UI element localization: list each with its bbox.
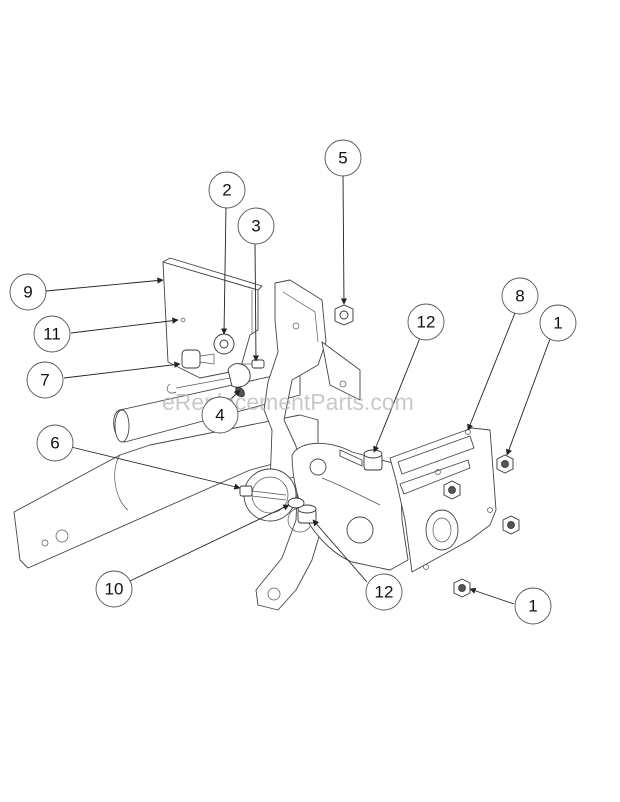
svg-text:4: 4 (215, 406, 224, 425)
svg-text:2: 2 (222, 181, 231, 200)
washer-2 (213, 333, 235, 355)
callout-10[interactable]: 10 (95, 570, 133, 608)
svg-text:11: 11 (43, 325, 61, 344)
washer-10 (287, 497, 305, 509)
svg-text:9: 9 (23, 283, 32, 302)
callout-3[interactable]: 3 (237, 207, 275, 245)
callout-11[interactable]: 11 (33, 315, 71, 353)
nut-5 (334, 304, 354, 326)
callout-4[interactable]: 4 (201, 396, 239, 434)
svg-text:10: 10 (105, 580, 124, 599)
lock-nuts (443, 454, 520, 598)
callout-1-lower[interactable]: 1 (514, 587, 552, 625)
svg-text:7: 7 (40, 371, 49, 390)
callout-12-upper[interactable]: 12 (407, 303, 445, 341)
main-bracket (291, 442, 409, 571)
knob-7 (181, 349, 215, 369)
svg-text:6: 6 (50, 434, 59, 453)
svg-text:8: 8 (515, 287, 524, 306)
svg-text:1: 1 (528, 597, 537, 616)
callout-2[interactable]: 2 (208, 171, 246, 209)
callout-7[interactable]: 7 (26, 361, 64, 399)
callout-1-upper[interactable]: 1 (539, 304, 577, 342)
callout-8[interactable]: 8 (501, 277, 539, 315)
svg-text:5: 5 (338, 149, 347, 168)
svg-text:3: 3 (251, 217, 260, 236)
callout-6[interactable]: 6 (36, 424, 74, 462)
callout-12-lower[interactable]: 12 (365, 573, 403, 611)
leader-lines (45, 174, 551, 605)
callout-9[interactable]: 9 (9, 273, 47, 311)
spacers (297, 449, 383, 524)
bolt-6 (239, 485, 287, 501)
svg-text:12: 12 (417, 313, 436, 332)
svg-text:12: 12 (375, 583, 394, 602)
callout-5[interactable]: 5 (324, 139, 362, 177)
side-plate (389, 427, 497, 573)
svg-text:1: 1 (553, 314, 562, 333)
cover-plate (162, 257, 263, 379)
callouts: 9 11 7 2 3 4 5 12 8 1 6 10 12 1 (9, 139, 577, 625)
watermark-text: eReplacementParts.com (162, 389, 414, 415)
